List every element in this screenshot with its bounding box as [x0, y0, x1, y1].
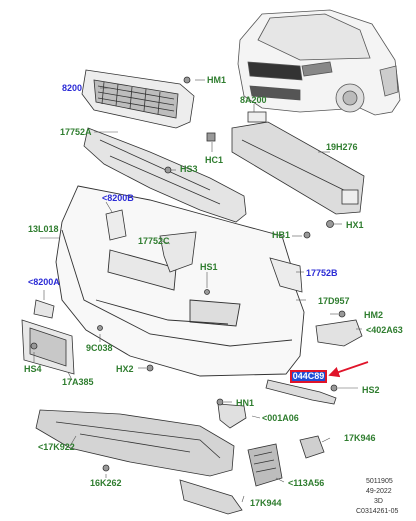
right-side-bracket-part [315, 319, 363, 347]
label-hs3[interactable]: HS3 [180, 164, 198, 174]
label-hx1[interactable]: HX1 [346, 220, 364, 230]
label-hs4[interactable]: HS4 [24, 364, 42, 374]
label-9c038[interactable]: 9C038 [86, 343, 113, 353]
mount-bracket-part [247, 443, 283, 487]
label-17752c[interactable]: 17752C [138, 236, 170, 246]
label-113a56[interactable]: <113A56 [288, 478, 325, 488]
fastener-9c038 [97, 325, 103, 331]
vehicle-thumbnail [237, 9, 401, 116]
label-402a63[interactable]: <402A63 [366, 325, 403, 335]
footer-line-4: C0314261-05 [356, 508, 399, 515]
label-19h276[interactable]: 19H276 [326, 142, 358, 152]
fastener-hm1 [183, 76, 191, 84]
label-17752a[interactable]: 17752A [60, 127, 92, 137]
label-8200[interactable]: 8200 [62, 83, 83, 93]
label-hx2[interactable]: HX2 [116, 364, 134, 374]
fastener-hs4 [30, 342, 38, 350]
fastener-hn1 [216, 398, 224, 406]
fastener-16k262 [102, 464, 110, 472]
leader-lines [33, 79, 362, 503]
fastener-hm2 [338, 310, 346, 318]
fastener-hx1 [326, 220, 334, 228]
label-17k944[interactable]: 17K944 [250, 498, 282, 508]
center-bracket-part [159, 231, 197, 273]
side-bracket-right-part [269, 257, 303, 293]
label-17a385[interactable]: 17A385 [62, 377, 94, 387]
label-hn1[interactable]: HN1 [236, 398, 255, 408]
label-17752b[interactable]: 17752B [306, 268, 338, 278]
label-hm1[interactable]: HM1 [207, 75, 227, 85]
label-13l018[interactable]: 13L018 [28, 224, 59, 234]
tow-bracket-part [217, 403, 247, 429]
fastener-hs2 [330, 384, 338, 392]
lower-panel-part [179, 479, 243, 515]
reinforcement-beam-part [231, 111, 365, 215]
label-8200a[interactable]: <8200A [28, 277, 60, 287]
fastener-hb1 [303, 231, 311, 239]
highlight-arrow [328, 361, 369, 378]
label-001a06[interactable]: <001A06 [262, 413, 299, 423]
upper-bracket-part [83, 127, 247, 223]
label-hs1[interactable]: HS1 [200, 262, 218, 272]
fastener-hs1 [204, 289, 210, 295]
clip-part [299, 435, 325, 459]
label-17k946[interactable]: 17K946 [344, 433, 376, 443]
label-044c89-highlighted[interactable]: 044C89 [290, 370, 327, 383]
left-trim-part [21, 319, 75, 375]
label-8a200[interactable]: 8A200 [240, 95, 267, 105]
front-grille-part [81, 69, 195, 129]
label-hs2[interactable]: HS2 [362, 385, 380, 395]
label-8200b[interactable]: <8200B [102, 193, 134, 203]
skid-plate-part [35, 409, 235, 477]
lower-trim-part [265, 379, 337, 405]
small-bracket-part [33, 299, 55, 319]
label-hb1[interactable]: HB1 [272, 230, 291, 240]
label-17k922[interactable]: <17K922 [38, 442, 75, 452]
footer-line-2: 49-2022 [366, 488, 392, 495]
footer-line-3: 3D [374, 498, 383, 505]
fastener-hx2 [146, 364, 154, 372]
footer-line-1: 5011905 [366, 478, 393, 485]
label-16k262[interactable]: 16K262 [90, 478, 122, 488]
label-hm2[interactable]: HM2 [364, 310, 384, 320]
fastener-hc1 [206, 132, 216, 142]
label-hc1[interactable]: HC1 [205, 155, 224, 165]
fasteners [30, 76, 346, 472]
side-bracket-left-part [105, 209, 127, 241]
label-17d957[interactable]: 17D957 [318, 296, 350, 306]
